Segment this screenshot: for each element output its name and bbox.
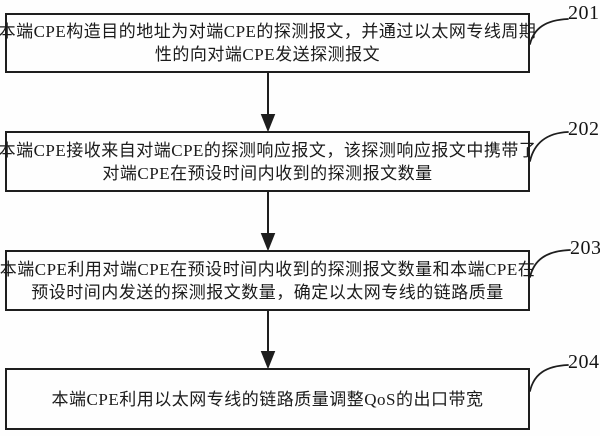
arrow-head-3 (260, 351, 276, 370)
step-203-text-line-1: 本端CPE利用对端CPE在预设时间内收到的探测报文数量和本端CPE在 (0, 259, 536, 279)
step-201-text-line-1: 本端CPE构造目的地址为对端CPE的探测报文，并通过以太网专线周期 (0, 22, 537, 41)
ref-label-204: 204 (568, 351, 600, 373)
step-204-text-line-1: 本端CPE利用以太网专线的链路质量调整QoS的出口带宽 (51, 389, 484, 409)
step-202-text-line-2: 对端CPE在预设时间内收到的探测报文数量 (102, 163, 433, 183)
arrow-head-1 (260, 114, 276, 133)
step-201-text-line-2: 性的向对端CPE发送探测报文 (154, 45, 381, 64)
leader-curve-201 (529, 18, 569, 45)
step-203-text-line-2: 预设时间内发送的探测报文数量，确定以太网专线的链路质量 (31, 282, 504, 302)
step-box-202: 本端CPE接收来自对端CPE的探测响应报文，该探测响应报文中携带了 对端CPE在… (0, 131, 536, 192)
ref-label-201: 201 (568, 2, 600, 24)
arrow-head-2 (260, 233, 276, 252)
leader-curve-203 (529, 249, 571, 278)
step-202-text-line-1: 本端CPE接收来自对端CPE的探测响应报文，该探测响应报文中携带了 (0, 140, 537, 160)
leader-curve-204 (529, 364, 569, 392)
leader-curve-202 (529, 131, 569, 162)
ref-label-202: 202 (568, 118, 600, 140)
step-box-203: 本端CPE利用对端CPE在预设时间内收到的探测报文数量和本端CPE在 预设时间内… (0, 250, 535, 311)
step-box-201: 本端CPE构造目的地址为对端CPE的探测报文，并通过以太网专线周期 性的向对端C… (0, 13, 536, 73)
step-box-204: 本端CPE利用以太网专线的链路质量调整QoS的出口带宽 (5, 368, 530, 430)
ref-label-203: 203 (570, 237, 600, 259)
